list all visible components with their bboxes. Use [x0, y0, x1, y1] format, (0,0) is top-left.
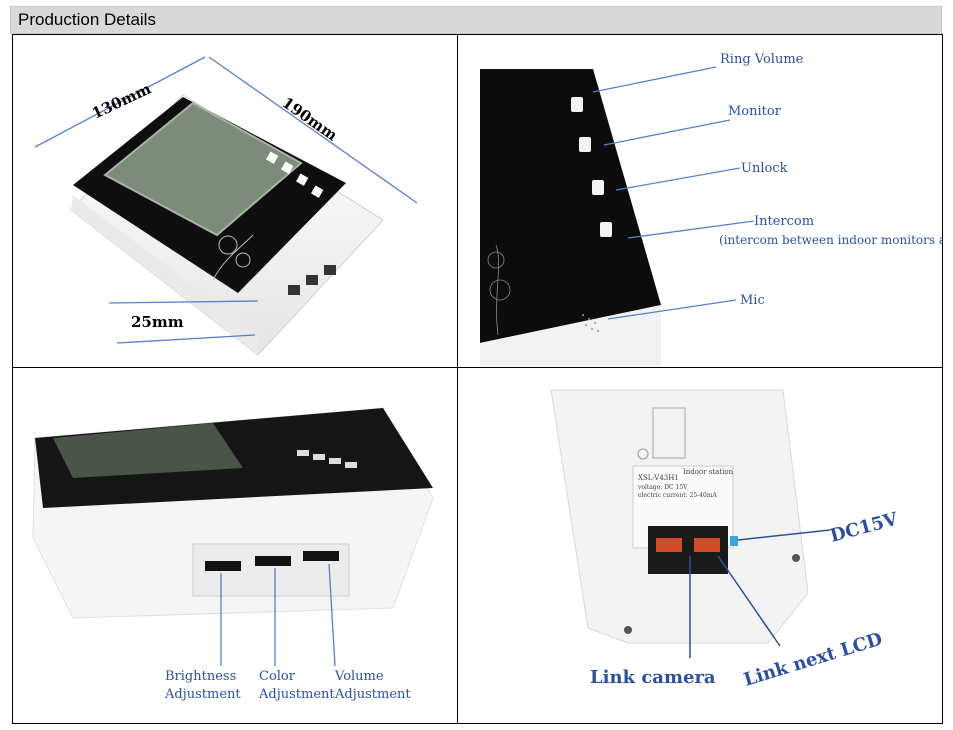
ring-volume-button-icon [571, 97, 583, 112]
dimension-height-label: 190mm [279, 94, 341, 145]
ring-volume-label: Ring Volume [720, 52, 804, 67]
port-icon [288, 285, 300, 295]
mount-slot-icon [652, 407, 686, 459]
table-divider-vertical [457, 34, 458, 724]
button-icon [329, 458, 341, 464]
button-icon [266, 151, 279, 164]
panel-side-buttons: Ring Volume Monitor Unlock Intercom (int… [458, 35, 942, 366]
unlock-button-icon [592, 180, 604, 195]
dimension-line-height [208, 56, 418, 204]
screw-icon [792, 554, 800, 562]
device-side-illustration: Ring Volume Monitor Unlock Intercom (int… [480, 52, 942, 366]
unlock-label: Unlock [741, 161, 788, 176]
brightness-knob-icon [205, 561, 241, 571]
panel-connectors: XSL-V43H1 Indoor station voltage: DC 15V… [458, 368, 942, 723]
device-dimensions-illustration: 130mm 190mm 25mm [34, 56, 418, 356]
pointer-line [627, 220, 755, 239]
screw-icon [624, 626, 632, 634]
dimension-line-depth-bottom [116, 334, 256, 344]
dimension-width-label: 130mm [89, 80, 154, 123]
device-bottom-illustration: Brightness Adjustment Color Adjustment V… [32, 407, 434, 702]
pointer-line [615, 167, 741, 191]
brightness-label: Brightness [165, 669, 236, 684]
section-header: Production Details [10, 6, 942, 34]
port-icon [306, 275, 318, 285]
dc15v-label: DC15V [828, 508, 901, 546]
button-icon [345, 462, 357, 468]
flower-decoration-icon [212, 234, 254, 281]
pointer-line [328, 563, 336, 667]
pointer-line [737, 529, 831, 541]
section-title: Production Details [18, 10, 156, 29]
sticker-type: Indoor station [683, 468, 734, 476]
monitor-button-icon [579, 137, 591, 152]
camera-connector-icon [656, 538, 682, 552]
dimension-line-depth-top [108, 300, 259, 304]
button-icon [313, 454, 325, 460]
monitor-label: Monitor [728, 104, 782, 119]
link-camera-label: Link camera [590, 667, 716, 688]
device-screen [103, 101, 303, 237]
button-icon [311, 185, 324, 198]
mic-label: Mic [740, 293, 765, 308]
panel-adjustments: Brightness Adjustment Color Adjustment V… [13, 368, 456, 723]
sticker-current: electric current: 25-40mA [638, 492, 718, 499]
flower-decoration-icon [487, 244, 511, 336]
sticker-model: XSL-V43H1 [638, 474, 679, 482]
intercom-button-icon [600, 222, 612, 237]
volume-knob-icon [303, 551, 339, 561]
button-icon [297, 450, 309, 456]
details-table [12, 34, 943, 724]
intercom-note-label: (intercom between indoor monitors as wel… [719, 233, 942, 247]
button-icon [281, 161, 294, 174]
device-back-illustration: XSL-V43H1 Indoor station voltage: DC 15V… [550, 389, 901, 691]
button-icon [296, 173, 309, 186]
device-white-bottom [480, 305, 661, 366]
lcd-connector-icon [694, 538, 720, 552]
screw-hole-icon [637, 448, 649, 460]
sticker-voltage: voltage: DC 15V [637, 484, 688, 491]
table-divider-horizontal [12, 367, 943, 368]
device-screen [53, 423, 243, 478]
device-black-face [480, 69, 661, 343]
dc-connector-icon [730, 536, 738, 546]
intercom-label: Intercom [754, 214, 814, 229]
dimension-line-width [34, 56, 206, 148]
panel-dimensions: 130mm 190mm 25mm [13, 35, 456, 366]
device-side [71, 195, 258, 355]
mic-holes-icon [582, 314, 599, 332]
volume-label: Volume [334, 669, 384, 684]
port-icon [324, 265, 336, 275]
pointer-line [603, 119, 731, 146]
color-adjustment-label: Adjustment [258, 687, 335, 702]
dimension-depth-label: 25mm [131, 313, 184, 331]
brightness-adjustment-label: Adjustment [164, 687, 241, 702]
pointer-line [592, 66, 717, 93]
volume-adjustment-label: Adjustment [334, 687, 411, 702]
pointer-line [607, 299, 737, 320]
color-label: Color [259, 669, 296, 684]
color-knob-icon [255, 556, 291, 566]
pointer-line [717, 555, 781, 647]
